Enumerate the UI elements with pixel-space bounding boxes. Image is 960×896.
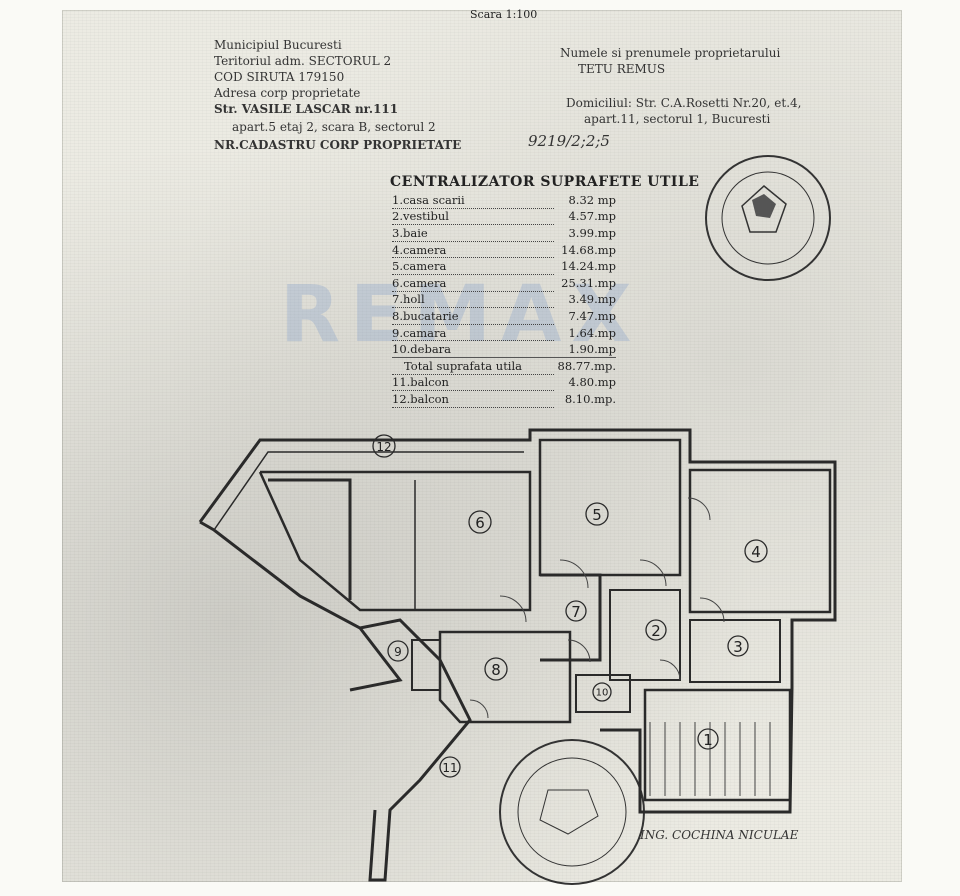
row-value: 7.47.mp [568, 308, 616, 323]
staircase-steps [649, 722, 771, 796]
table-row: 1.casa scarii 8.32 mp [392, 192, 616, 209]
row-value: 88.77.mp. [554, 356, 616, 375]
row-label: 8.bucatarie [392, 307, 554, 325]
official-stamp-top [705, 155, 831, 281]
room-number-circles [372, 434, 768, 778]
row-label: 5.camera [392, 257, 554, 275]
header-address-label: Adresa corp proprietate [214, 86, 361, 100]
table-row: 12.balcon 8.10.mp. [392, 390, 616, 408]
row-label: 7.holl [392, 291, 554, 309]
row-label: Total suprafata utila [392, 356, 554, 375]
room-1-number: 1 [703, 731, 713, 749]
table-row: 3.baie 3.99.mp [392, 224, 616, 242]
table-row: 5.camera 14.24.mp [392, 257, 616, 275]
table-row: 8.bucatarie 7.47.mp [392, 307, 616, 325]
room-3-number: 3 [733, 638, 743, 656]
row-value: 1.64.mp [568, 325, 616, 340]
table-row: 7.holl 3.49.mp [392, 291, 616, 309]
room-2-number: 2 [651, 622, 661, 640]
owner-name: TETU REMUS [578, 62, 666, 76]
room-10-number: 10 [596, 688, 609, 699]
floor-plan [198, 428, 837, 882]
room-12-number: 12 [376, 440, 391, 454]
row-label: 3.baie [392, 224, 554, 242]
row-label: 6.camera [392, 274, 554, 292]
row-value: 8.10.mp. [564, 391, 616, 406]
row-value: 14.24.mp [561, 259, 616, 274]
header-cadastral-label: NR.CADASTRU CORP PROPRIETATE [214, 138, 462, 152]
table-row: 4.camera 14.68.mp [392, 241, 616, 259]
row-label: 12.balcon [392, 390, 554, 408]
cadastral-number: 9219/2;2;5 [528, 132, 610, 150]
room-9-number: 9 [394, 645, 402, 659]
header-municipality: Municipiul Bucuresti [214, 38, 342, 52]
owner-label: Numele si prenumele proprietarului [560, 46, 781, 60]
table-row: 6.camera 25.31.mp [392, 274, 616, 292]
table-row: 9.camara 1.64.mp [392, 324, 616, 342]
row-value: 8.32 mp [568, 193, 616, 208]
official-stamp-bottom [499, 739, 645, 885]
table-row: 2.vestibul 4.57.mp [392, 208, 616, 226]
row-label: 1.casa scarii [392, 192, 554, 209]
row-label: 2.vestibul [392, 208, 554, 226]
row-value: 25.31.mp [561, 275, 616, 290]
room-4-number: 4 [751, 543, 761, 561]
row-value: 3.99.mp [568, 225, 616, 240]
header-street: Str. VASILE LASCAR nr.111 [214, 102, 399, 116]
row-value: 3.49.mp [568, 292, 616, 307]
row-value: 4.57.mp [568, 209, 616, 224]
room-8-number: 8 [491, 661, 501, 679]
header-territory: Teritoriul adm. SECTORUL 2 [214, 54, 392, 68]
row-value: 4.80.mp [568, 375, 616, 390]
scale-label: Scara 1:100 [470, 8, 538, 21]
table-row: 11.balcon 4.80.mp [392, 374, 616, 392]
header-apartment: apart.5 etaj 2, scara B, sectorul 2 [232, 120, 436, 134]
row-label: 9.camara [392, 324, 554, 342]
room-11-number: 11 [442, 761, 457, 775]
row-value: 14.68.mp [561, 242, 616, 257]
door-swings [469, 497, 725, 719]
room-5-number: 5 [592, 506, 602, 524]
row-value: 1.90.mp [568, 341, 616, 356]
header-siruta: COD SIRUTA 179150 [214, 70, 345, 84]
row-label: 4.camera [392, 241, 554, 259]
engineer-signature: ING. COCHINA NICULAE [640, 828, 799, 842]
table-title: CENTRALIZATOR SUPRAFETE UTILE [390, 174, 700, 190]
owner-address-line2: apart.11, sectorul 1, Bucuresti [584, 112, 771, 126]
owner-address-line1: Domiciliul: Str. C.A.Rosetti Nr.20, et.4… [566, 96, 802, 110]
room-7-number: 7 [571, 603, 581, 621]
room-6-number: 6 [475, 514, 485, 532]
room-numbers: 1 2 3 4 5 6 7 8 9 10 11 12 [376, 440, 760, 775]
row-label: 11.balcon [392, 374, 554, 392]
